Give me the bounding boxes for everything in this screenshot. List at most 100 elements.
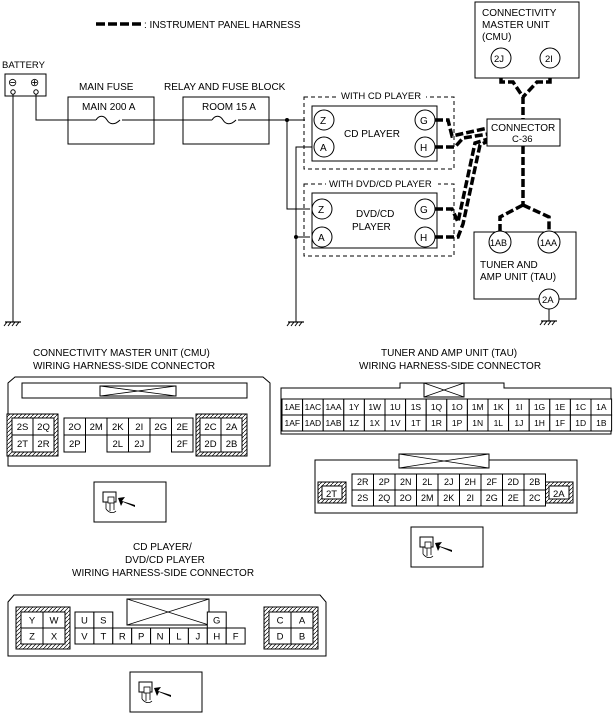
- pin-label: 2E: [176, 422, 188, 433]
- pin-label: 1R: [431, 418, 442, 428]
- pin-label: S: [100, 615, 106, 626]
- pin-label: T: [100, 631, 106, 642]
- pin-label: 2B: [529, 477, 540, 487]
- cd-player: WITH CD PLAYER CD PLAYER Z A G H: [303, 90, 455, 170]
- pin-label: 2D: [204, 439, 216, 450]
- pin-label: 1AD: [305, 418, 322, 428]
- battery-positive-icon: ⊕: [30, 77, 39, 89]
- cd-pin-z: Z: [320, 116, 326, 127]
- pin-label: 2Q: [378, 493, 390, 503]
- pin-cell: [225, 627, 246, 645]
- pin-label: 1D: [575, 418, 586, 428]
- room-fuse-rating: ROOM 15 A: [202, 102, 256, 113]
- cd-pin-a: A: [320, 143, 327, 154]
- dvd-player-label-2: PLAYER: [352, 222, 391, 233]
- pin-label: 1C: [575, 402, 586, 412]
- pin-label: 2T: [17, 439, 28, 450]
- pin-cell: [523, 489, 546, 507]
- dvd-pin-a: A: [318, 233, 325, 244]
- pin-label: 2O: [400, 493, 412, 503]
- pin-label: U: [81, 615, 88, 626]
- cmu-connector-title-2: WIRING HARNESS-SIDE CONNECTOR: [33, 361, 215, 372]
- pin-label: V: [81, 631, 88, 642]
- pin-label: N: [157, 631, 164, 642]
- pin-label: 2P: [379, 477, 390, 487]
- dvd-pin-g: G: [420, 205, 428, 216]
- pin-label: 2I: [466, 493, 474, 503]
- pin-label: R: [119, 631, 126, 642]
- ground-icon: [3, 321, 22, 327]
- pin-label: 1I: [515, 402, 522, 412]
- dvd-pin-z: Z: [318, 205, 324, 216]
- pin-label: 1Z: [349, 418, 359, 428]
- pin-label: W: [50, 615, 59, 626]
- pin-label: 2K: [112, 422, 124, 433]
- pin-label: 2D: [507, 477, 519, 487]
- pin-cell: [290, 627, 314, 645]
- connector-title: CONNECTOR: [491, 123, 555, 134]
- cmu-unit: CONNECTIVITY MASTER UNIT (CMU) 2J 2I: [474, 1, 580, 79]
- cmu-label-1: CONNECTIVITY: [482, 8, 557, 19]
- with-dvd-label: WITH DVD/CD PLAYER: [329, 179, 432, 190]
- connector-c36: CONNECTOR C-36: [486, 118, 561, 147]
- pin-label: 1W: [368, 402, 381, 412]
- tau-label-1: TUNER AND: [480, 260, 538, 271]
- pin-label: 2S: [357, 493, 368, 503]
- ground-icon: [539, 320, 558, 326]
- cd-pin-h: H: [420, 143, 427, 154]
- connector-view-hand-icon: [410, 526, 484, 568]
- main-fuse-title: MAIN FUSE: [79, 82, 134, 93]
- relay-fuse-block: RELAY AND FUSE BLOCK ROOM 15 A: [164, 82, 286, 145]
- pin-cell: [128, 434, 151, 453]
- pin-cell: [32, 434, 55, 453]
- cd-connector-title-2: DVD/CD PLAYER: [125, 555, 205, 566]
- pin-label: 1L: [494, 418, 504, 428]
- pin-label: B: [299, 631, 305, 642]
- pin-label: D: [277, 631, 284, 642]
- pin-label: 1F: [555, 418, 565, 428]
- pin-label: 2K: [443, 493, 454, 503]
- tau-pin-1aa: 1AA: [540, 238, 557, 248]
- pin-label: Z: [29, 631, 35, 642]
- fuse-icon: [95, 115, 121, 125]
- pin-cell: [220, 434, 243, 453]
- pin-label: 1A: [596, 402, 607, 412]
- main-fuse-rating: MAIN 200 A: [82, 102, 136, 113]
- battery-negative-icon: ⊖: [8, 77, 17, 89]
- pin-label: 2S: [17, 422, 29, 433]
- ground-icon: [286, 321, 305, 327]
- pin-label: 1O: [451, 402, 463, 412]
- cmu-label-2: MASTER UNIT: [482, 20, 550, 31]
- cmu-connector-title-1: CONNECTIVITY MASTER UNIT (CMU): [33, 348, 210, 359]
- pin-label: X: [51, 631, 58, 642]
- pin-label: G: [213, 615, 220, 626]
- pin-label: 2B: [226, 439, 238, 450]
- pin-label: 2C: [529, 493, 541, 503]
- pin-label: 2F: [486, 477, 497, 487]
- pin-label: 1AE: [284, 402, 300, 412]
- pin-label: 1AA: [325, 402, 341, 412]
- pin-label: 2N: [400, 477, 412, 487]
- pin-label: 2J: [444, 477, 454, 487]
- pin-label: J: [195, 631, 200, 642]
- pin-cell: [42, 627, 66, 645]
- cmu-label-3: (CMU): [482, 32, 511, 43]
- pin-label: 1Y: [349, 402, 360, 412]
- tau-label-2: AMP UNIT (TAU): [480, 272, 556, 283]
- pin-label: 1S: [411, 402, 422, 412]
- cd-pin-g: G: [420, 116, 428, 127]
- legend-text: : INSTRUMENT PANEL HARNESS: [144, 20, 301, 31]
- pin-label: 1M: [472, 402, 484, 412]
- pin-cell: [171, 434, 194, 453]
- tau-pin-2a-face: 2A: [553, 489, 565, 500]
- cd-connector-title-1: CD PLAYER/: [133, 542, 192, 553]
- pin-label: 2L: [422, 477, 432, 487]
- connector-id: C-36: [512, 134, 533, 145]
- dvd-player-label-1: DVD/CD: [356, 209, 394, 220]
- main-fuse: MAIN FUSE MAIN 200 A: [67, 82, 155, 145]
- pin-label: 1U: [390, 402, 401, 412]
- pin-label: 1E: [555, 402, 566, 412]
- pin-label: 1J: [514, 418, 523, 428]
- pin-label: 2A: [226, 422, 238, 433]
